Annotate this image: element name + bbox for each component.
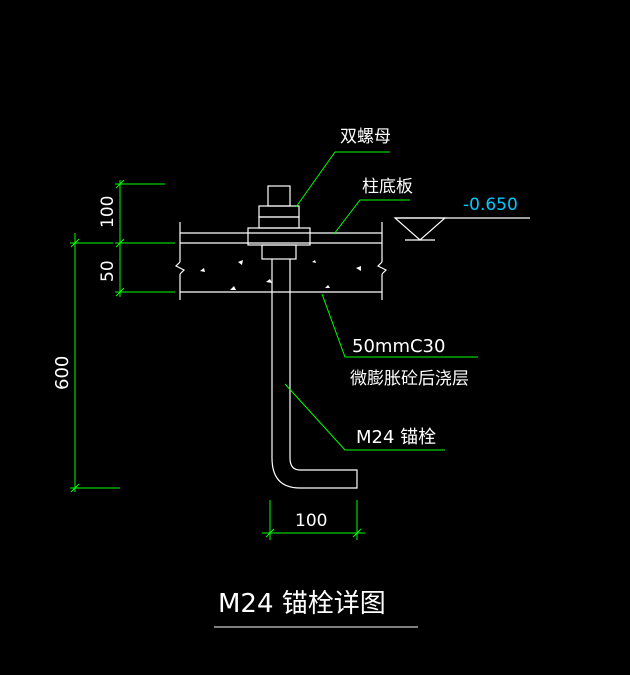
dimension-lines (70, 151, 478, 628)
drawing-title: M24 锚栓详图 (218, 589, 386, 619)
elevation-label: -0.650 (463, 195, 518, 215)
dim-hook-length: 100 (295, 511, 327, 531)
grout-spec-label: 50mmC30 (352, 336, 445, 357)
double-nut-label: 双螺母 (340, 127, 391, 147)
grout-desc-label: 微膨胀砼后浇层 (350, 369, 469, 389)
dim-grout: 50 (98, 260, 118, 282)
dim-plate-top: 100 (98, 196, 118, 228)
base-plate-label: 柱底板 (362, 177, 413, 197)
dim-embed-depth: 600 (52, 356, 73, 390)
structure-geometry (174, 185, 530, 489)
anchor-bolt-label: M24 锚栓 (356, 427, 436, 448)
concrete-aggregate-marks (200, 260, 361, 290)
